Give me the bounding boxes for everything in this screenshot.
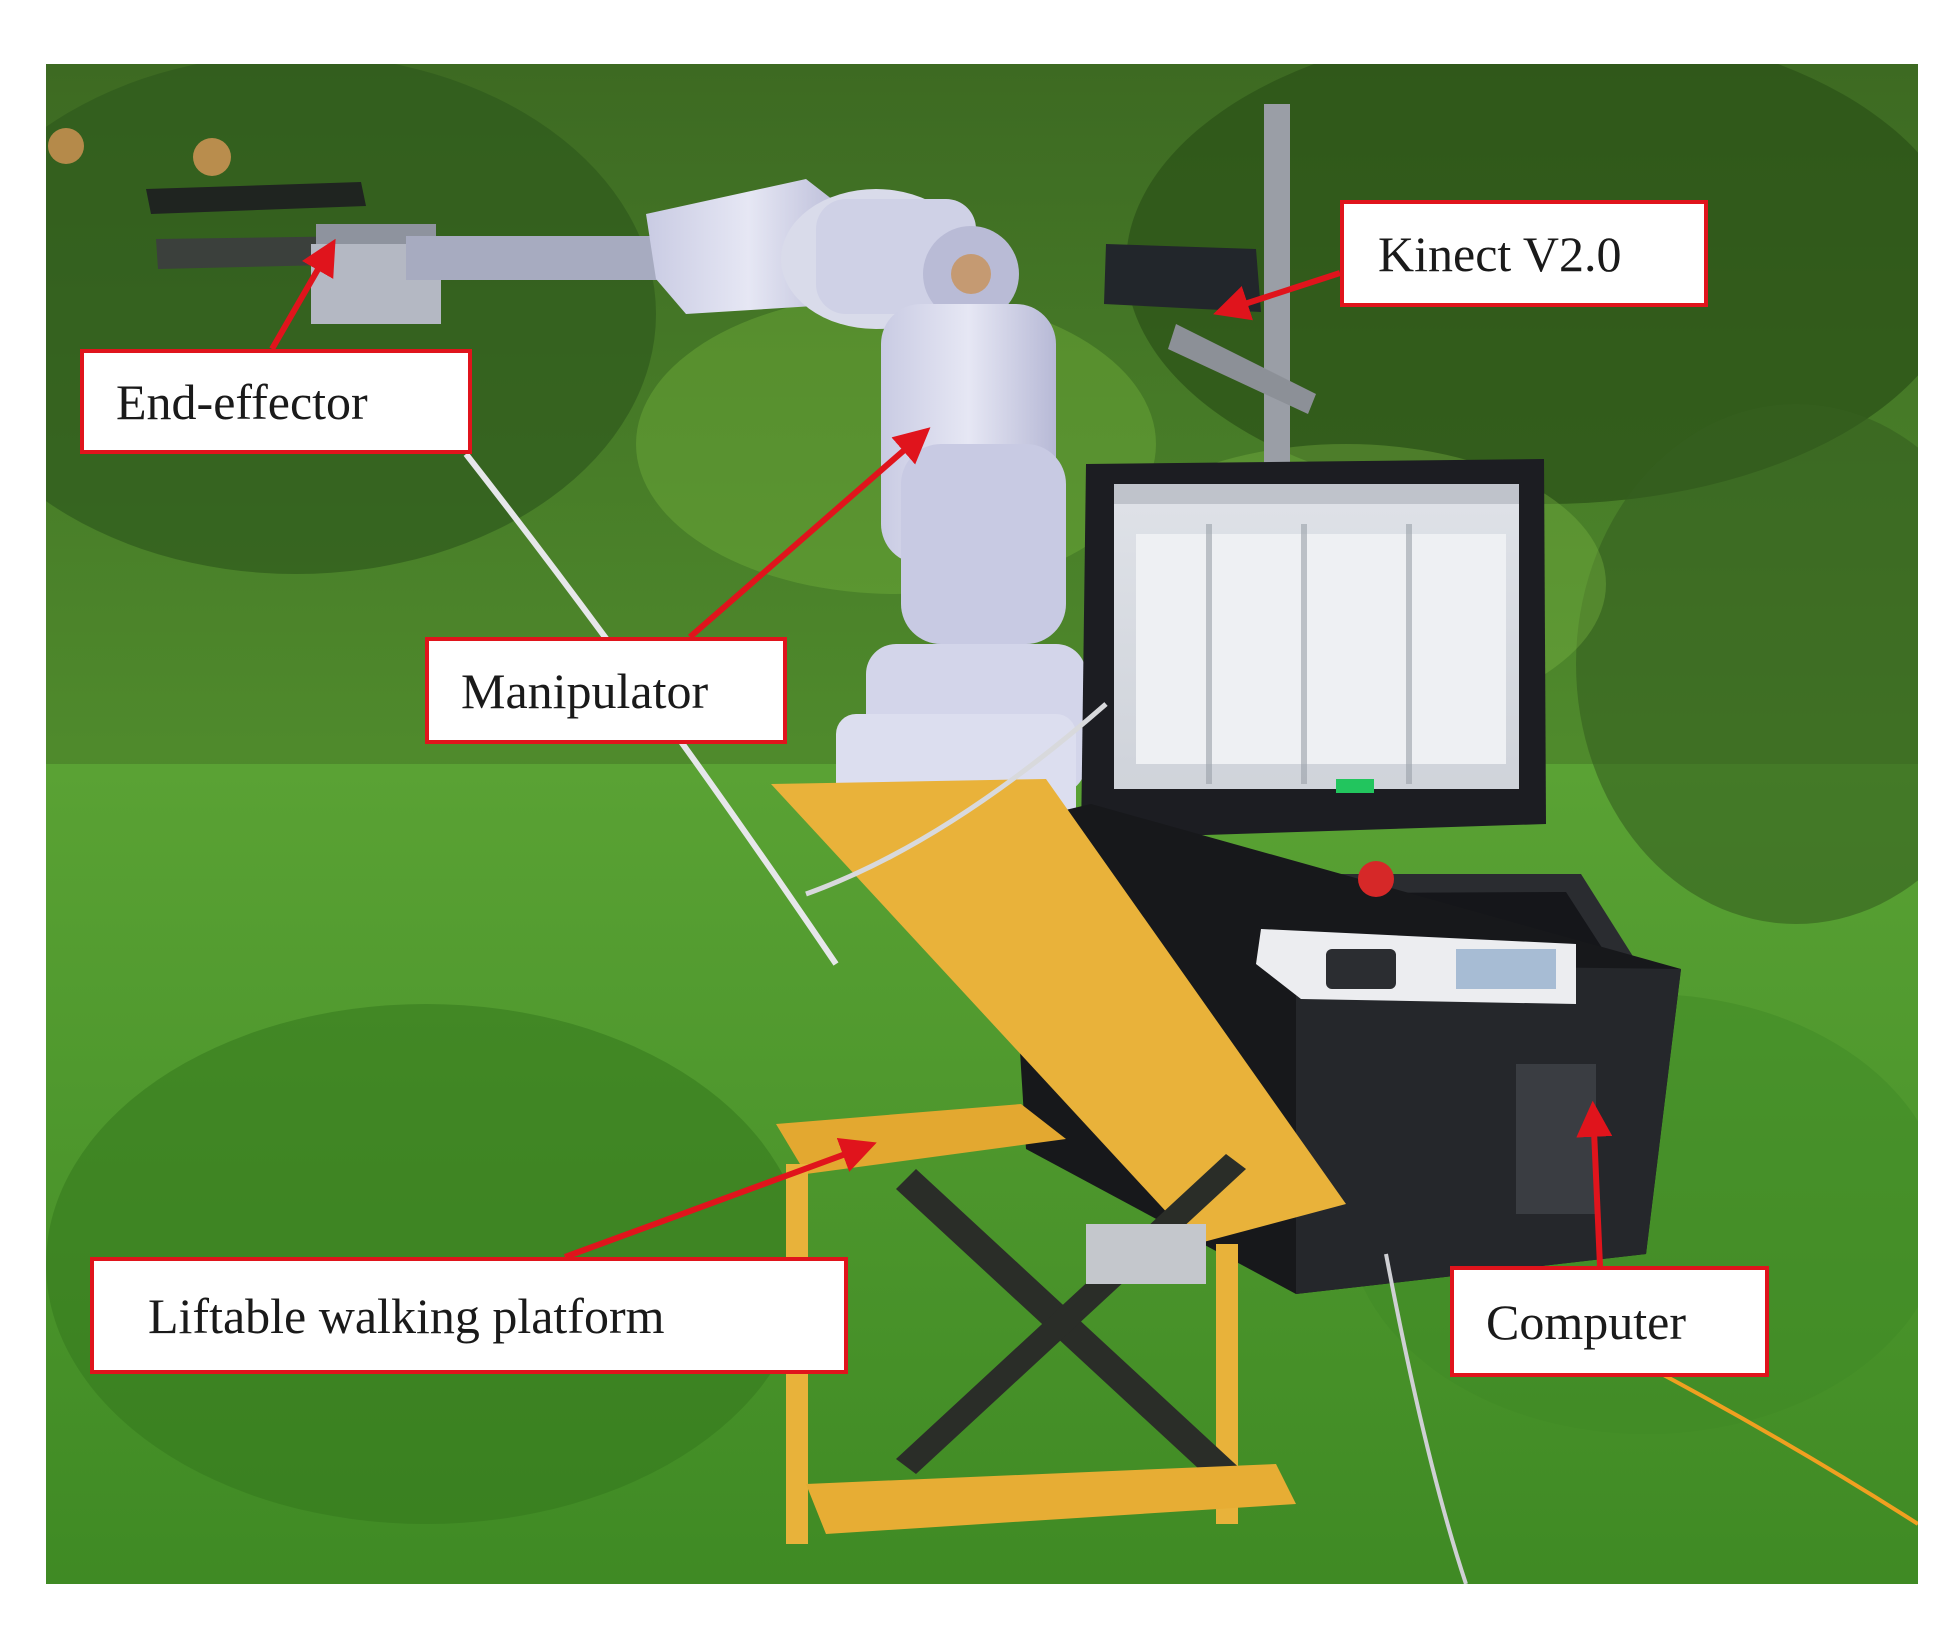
label-computer-text: Computer [1486,1293,1686,1350]
label-manipulator-text: Manipulator [461,662,709,719]
label-manipulator: Manipulator [425,637,787,744]
label-kinect-text: Kinect V2.0 [1378,225,1622,282]
label-lift-platform-text: Liftable walking platform [148,1287,665,1344]
label-end-effector-text: End-effector [116,373,368,430]
label-end-effector: End-effector [80,349,472,454]
label-lift-platform: Liftable walking platform [90,1257,848,1374]
label-kinect: Kinect V2.0 [1340,200,1708,307]
label-computer: Computer [1450,1266,1769,1377]
